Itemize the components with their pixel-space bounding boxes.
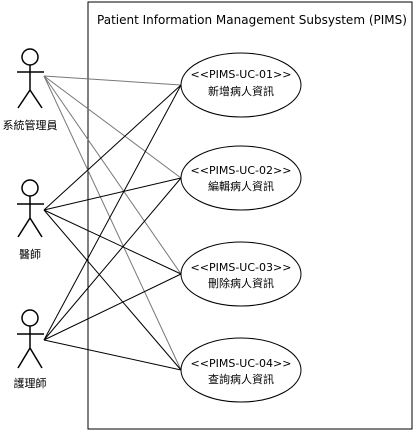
system-boundary: Patient Information Management Subsystem…: [87, 1, 413, 430]
actor-doctor[interactable]: [17, 179, 44, 238]
use-case-2-id: <<PIMS-UC-02>>: [191, 164, 292, 177]
actor-nurse-label: 護理師: [14, 376, 47, 390]
association-line: [43, 75, 182, 371]
use-case-2-name: 編輯病人資訊: [208, 179, 274, 193]
use-case-4[interactable]: <<PIMS-UC-04>> 查詢病人資訊: [180, 337, 302, 403]
association-line: [43, 75, 182, 86]
use-case-2[interactable]: <<PIMS-UC-02>> 編輯病人資訊: [180, 145, 302, 211]
association-line: [43, 84, 182, 341]
association-line: [43, 177, 182, 211]
actor-admin-body-icon: [17, 65, 44, 109]
use-case-1[interactable]: <<PIMS-UC-01>> 新增病人資訊: [180, 52, 302, 118]
use-case-4-ellipse[interactable]: [180, 337, 302, 403]
use-case-3-name: 刪除病人資訊: [208, 276, 274, 290]
use-case-1-id: <<PIMS-UC-01>>: [191, 68, 292, 81]
use-case-1-ellipse[interactable]: [180, 52, 302, 118]
actor-doctor-body-icon: [17, 196, 44, 238]
actor-doctor-label: 醫師: [19, 248, 41, 261]
actor-admin-head-icon: [21, 48, 39, 66]
association-line: [43, 75, 182, 275]
association-line: [43, 273, 182, 341]
associations: [43, 75, 182, 371]
association-line: [43, 177, 182, 341]
actor-nurse[interactable]: [17, 309, 44, 369]
use-case-3[interactable]: <<PIMS-UC-03>> 刪除病人資訊: [180, 241, 302, 307]
association-line: [43, 209, 182, 275]
actor-admin[interactable]: [17, 48, 44, 109]
use-case-1-name: 新增病人資訊: [208, 84, 274, 98]
use-case-3-ellipse[interactable]: [180, 241, 302, 307]
use-case-3-id: <<PIMS-UC-03>>: [191, 261, 292, 274]
actor-nurse-body-icon: [17, 326, 44, 369]
actor-admin-label: 系統管理員: [3, 118, 58, 132]
actor-doctor-head-icon: [21, 179, 39, 197]
system-boundary-frame: [87, 1, 413, 430]
association-line: [43, 75, 182, 179]
use-case-4-id: <<PIMS-UC-04>>: [191, 357, 292, 370]
association-line: [43, 209, 182, 371]
association-line: [43, 339, 182, 371]
actor-nurse-head-icon: [21, 309, 39, 327]
use-case-4-name: 查詢病人資訊: [208, 372, 274, 386]
system-title: Patient Information Management Subsystem…: [97, 13, 407, 27]
use-case-2-ellipse[interactable]: [180, 145, 302, 211]
association-line: [43, 84, 182, 211]
